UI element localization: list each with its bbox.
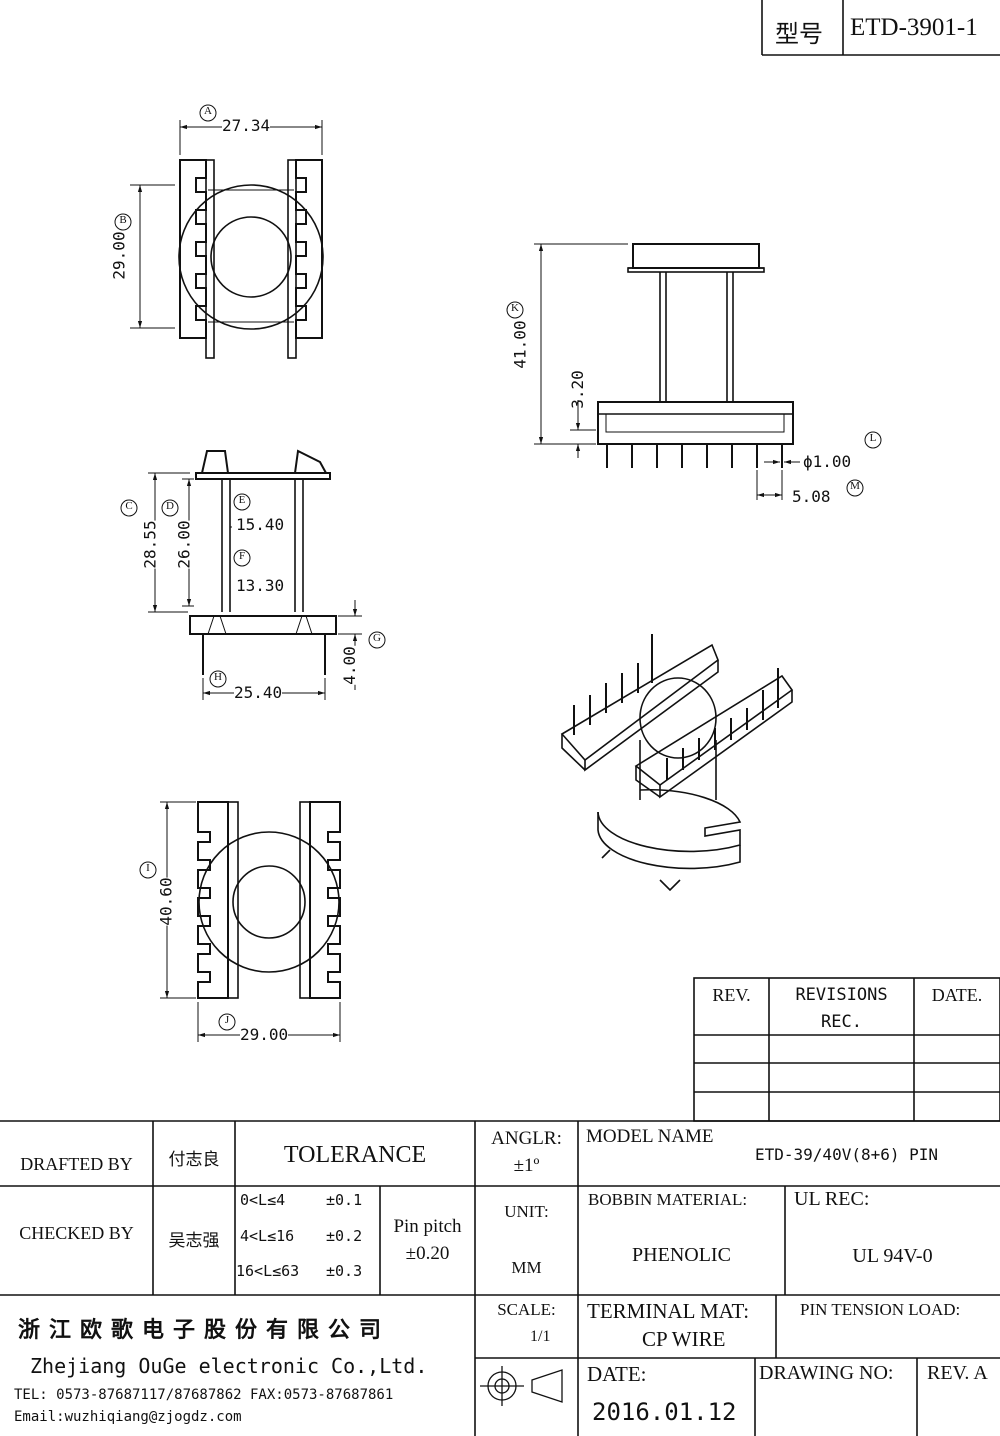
top-view: [114, 104, 324, 359]
ul-rec-value: UL 94V-0: [852, 1245, 933, 1267]
model-number: ETD-3901-1: [850, 14, 978, 41]
dim-g-value: 4.00: [339, 646, 359, 685]
dim-h-letter: H: [214, 671, 222, 683]
dim-d-value: 26.00: [174, 520, 194, 569]
dim-m-letter: M: [850, 480, 860, 492]
isometric-view: [560, 634, 794, 892]
checked-by-label: CHECKED BY: [19, 1223, 134, 1243]
dim-e-letter: E: [238, 494, 246, 506]
model-name-value: ETD-39/40V(8+6) PIN: [755, 1145, 939, 1164]
dim-b-value: 29.00: [109, 231, 129, 280]
dim-a-letter: A: [204, 105, 212, 117]
tolerance-value-3: ±0.3: [326, 1262, 363, 1280]
model-label: 型号: [775, 20, 823, 48]
dim-a-value: 27.34: [222, 116, 271, 135]
bobbin-material-label: BOBBIN MATERIAL:: [588, 1190, 748, 1209]
ul-rec-label: UL REC:: [794, 1188, 870, 1210]
revision-label: REV. A: [927, 1362, 988, 1384]
date-value: 2016.01.12: [592, 1398, 737, 1426]
projection-symbol-icon: [480, 1366, 563, 1406]
tolerance-value-2: ±0.2: [326, 1227, 363, 1245]
scale-value: 1/1: [530, 1328, 551, 1345]
dim-l-letter: L: [869, 432, 877, 444]
side-view: [506, 243, 882, 500]
pin-tension-label: PIN TENSION LOAD:: [800, 1300, 961, 1319]
dim-i-letter: I: [146, 862, 150, 874]
tolerance-range-1: 0<L≤4: [240, 1191, 286, 1209]
revisions-table-grid: [693, 977, 1000, 1122]
dim-l-value: ϕ1.00: [803, 452, 852, 471]
dim-k-value: 41.00: [510, 320, 530, 369]
revisions-column-header: REVISIONS: [795, 985, 888, 1005]
date-column-header: DATE.: [931, 985, 983, 1005]
pin-pitch-label: Pin pitch: [393, 1216, 462, 1237]
bottom-view: [139, 801, 341, 1042]
rev-column-header: REV.: [712, 985, 751, 1005]
company-name-en: Zhejiang OuGe electronic Co.,Ltd.: [30, 1354, 428, 1378]
unit-value: MM: [511, 1258, 542, 1277]
company-email: Email:wuzhiqiang@zjogdz.com: [14, 1409, 242, 1425]
date-label: DATE:: [587, 1362, 647, 1386]
dim-h-value: 25.40: [234, 683, 283, 702]
dim-m-value: 5.08: [792, 487, 831, 506]
company-name-cn: 浙江欧歌电子股份有限公司: [18, 1318, 391, 1343]
model-name-label: MODEL NAME: [586, 1126, 714, 1147]
company-contact-phone: TEL: 0573-87687117/87687862 FAX:0573-876…: [14, 1387, 394, 1403]
dim-i-value: 40.60: [156, 877, 176, 926]
dim-c-letter: C: [125, 500, 133, 512]
rec-column-header: REC.: [821, 1012, 862, 1032]
dim-e-value: 15.40: [236, 515, 285, 534]
drawing-number-label: DRAWING NO:: [759, 1362, 894, 1384]
dim-b-letter: B: [119, 214, 127, 226]
dim-d-letter: D: [166, 500, 174, 512]
checked-by-name: 吴志强: [168, 1231, 220, 1251]
dim-f-value: 13.30: [236, 576, 285, 595]
tolerance-value-1: ±0.1: [326, 1191, 363, 1209]
dim-f-letter: F: [238, 550, 246, 562]
tolerance-range-3: 16<L≤63: [236, 1262, 300, 1280]
drafted-by-name: 付志良: [168, 1150, 220, 1170]
angle-value: ±1º: [513, 1155, 540, 1176]
title-block-grid: [0, 1120, 1000, 1436]
model-header-box: [761, 0, 1000, 56]
tolerance-range-2: 4<L≤16: [240, 1227, 295, 1245]
drafted-by-label: DRAFTED BY: [20, 1154, 133, 1174]
angle-label: ANGLR:: [491, 1128, 562, 1149]
tolerance-label: TOLERANCE: [283, 1142, 427, 1168]
terminal-material-value: CP WIRE: [642, 1327, 726, 1351]
dim-j-value: 29.00: [240, 1025, 289, 1044]
bobbin-material-value: PHENOLIC: [632, 1244, 731, 1266]
dim-3-20-value: 3.20: [567, 370, 587, 409]
dim-g-letter: G: [373, 632, 381, 644]
scale-label: SCALE:: [497, 1300, 556, 1319]
dim-j-letter: J: [224, 1014, 230, 1026]
pin-pitch-value: ±0.20: [405, 1243, 450, 1264]
unit-label: UNIT:: [504, 1202, 549, 1221]
dim-c-value: 28.55: [140, 520, 160, 569]
terminal-material-label: TERMINAL MAT:: [587, 1299, 750, 1323]
dim-k-letter: K: [511, 302, 519, 314]
